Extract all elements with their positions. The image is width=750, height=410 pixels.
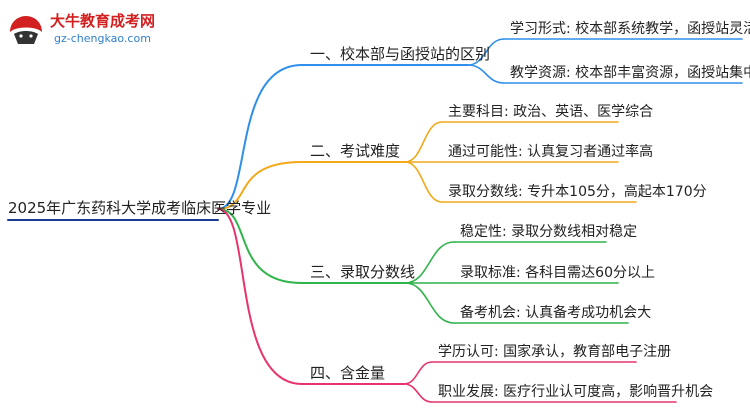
logo-site-name: 大牛教育成考网 (50, 12, 156, 30)
leaf-connector-2-2 (404, 282, 455, 324)
leaf-study-mode: 学习形式: 校本部系统教学，函授站灵活自学 (510, 21, 750, 37)
leaf-connector-1-0 (404, 121, 443, 163)
site-logo: 大牛教育成考网 gz-chengkao.com (6, 8, 176, 50)
leaf-preparation-chance: 备考机会: 认真备考成功机会大 (460, 305, 652, 321)
leaf-connector-3-1 (403, 383, 433, 403)
branch-connector-3 (217, 208, 303, 385)
leaf-connector-2-0 (404, 241, 455, 284)
leaf-teaching-resources: 教学资源: 校本部丰富资源，函授站集中面授 (510, 65, 750, 81)
leaf-stability: 稳定性: 录取分数线相对稳定 (460, 224, 638, 240)
leaf-cutoff-scores: 录取分数线: 专升本105分，高起本170分 (448, 184, 707, 200)
bull-logo-icon (10, 16, 42, 44)
leaf-admission-standard: 录取标准: 各科目需达60分以上 (460, 265, 655, 281)
branch-connector-2 (217, 208, 303, 284)
branch-title-difference: 一、校本部与函授站的区别 (310, 45, 491, 63)
leaf-connector-1-2 (404, 161, 443, 203)
branch-title-cutoff: 三、录取分数线 (310, 263, 416, 281)
branch-title-exam-difficulty: 二、考试难度 (310, 142, 401, 160)
leaf-connector-0-0 (467, 38, 505, 66)
logo-site-url: gz-chengkao.com (54, 32, 151, 45)
branch-connector-1 (217, 161, 303, 210)
branch-title-value: 四、含金量 (310, 364, 386, 382)
leaf-career-development: 职业发展: 医疗行业认可度高，影响晋升机会 (438, 384, 714, 400)
leaf-connector-3-0 (403, 361, 433, 385)
root-topic: 2025年广东药科大学成考临床医学专业 (8, 199, 272, 217)
leaf-pass-likelihood: 通过可能性: 认真复习者通过率高 (448, 144, 654, 160)
branch-connector-0 (217, 64, 303, 210)
leaf-connector-0-1 (467, 64, 505, 84)
leaf-main-subjects: 主要科目: 政治、英语、医学综合 (448, 104, 654, 120)
leaf-degree-recognition: 学历认可: 国家承认，教育部电子注册 (438, 344, 672, 360)
mindmap-edges (7, 38, 743, 403)
